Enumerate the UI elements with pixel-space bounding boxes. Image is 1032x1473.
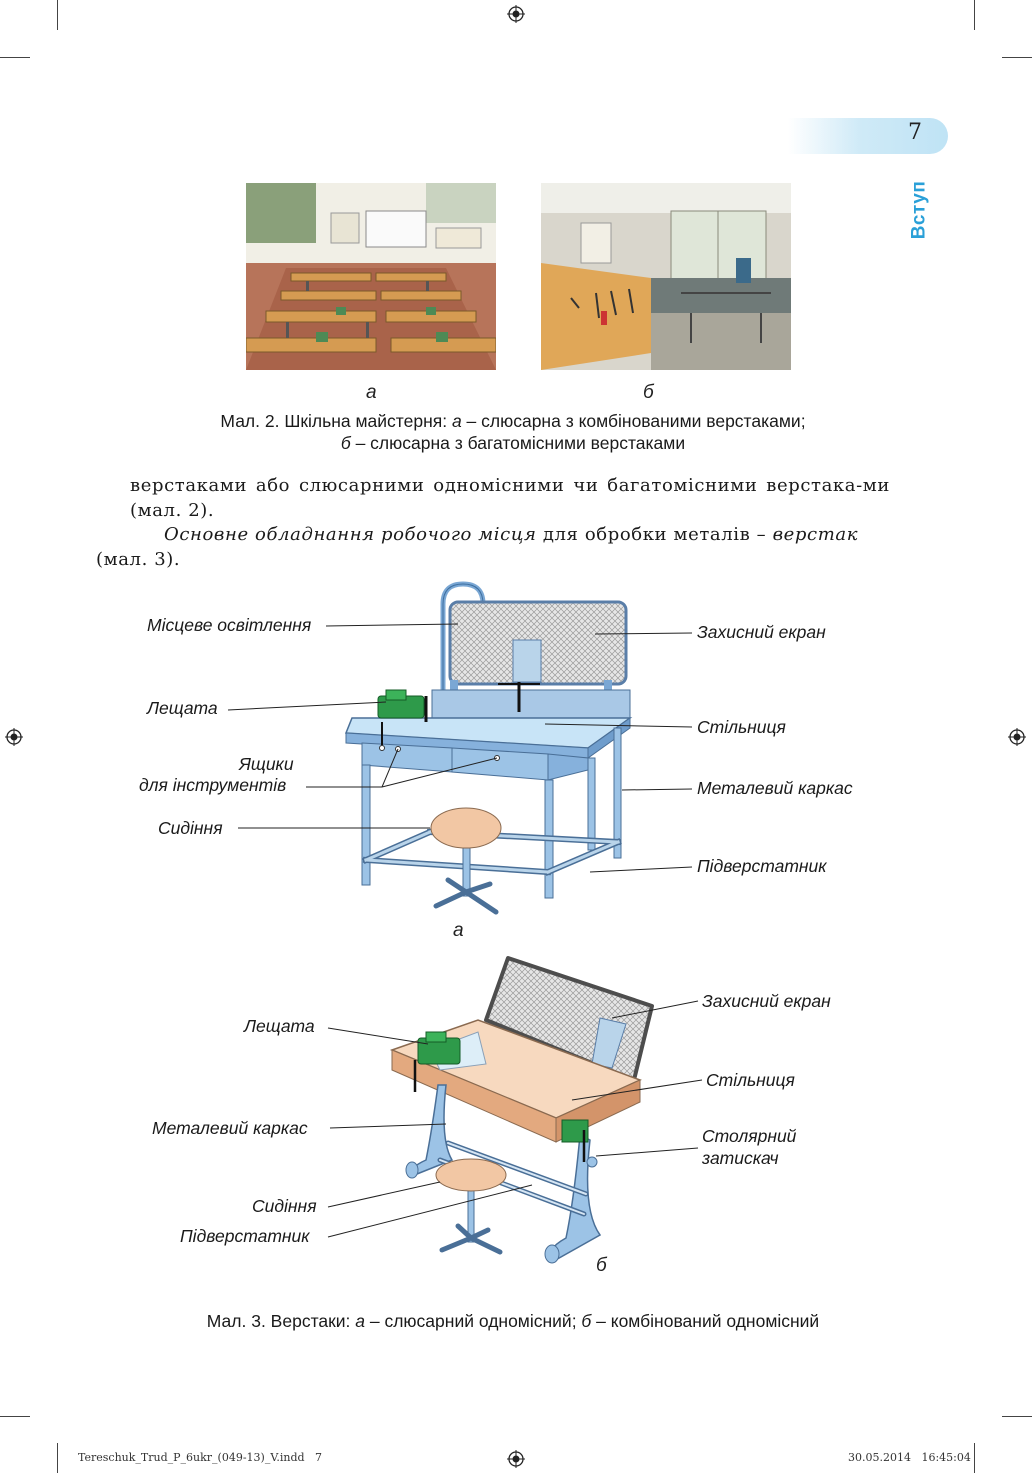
registration-mark-icon bbox=[507, 1450, 525, 1468]
label-a-footrest: Підверстатник bbox=[697, 856, 827, 876]
label-a-vise: Лещата bbox=[147, 698, 218, 718]
crop-mark bbox=[974, 1443, 975, 1473]
page-number: 7 bbox=[908, 120, 922, 145]
workshop-photo-a bbox=[246, 183, 496, 370]
figure2-sublabel-b: б bbox=[643, 382, 654, 403]
label-a-screen: Захисний екран bbox=[697, 622, 826, 642]
page-number-tab bbox=[788, 118, 948, 154]
figure3b-sublabel: б bbox=[596, 1255, 607, 1276]
figure3-caption-a-letter: а bbox=[355, 1311, 366, 1331]
label-b-footrest: Підверстатник bbox=[180, 1226, 310, 1246]
label-b-screen: Захисний екран bbox=[702, 991, 831, 1011]
label-b-seat: Сидіння bbox=[252, 1196, 317, 1216]
registration-mark-icon bbox=[1008, 728, 1026, 746]
figure2-caption-b-letter: б bbox=[340, 433, 351, 453]
figure2-caption-a-letter: а bbox=[451, 411, 462, 431]
crop-mark bbox=[57, 0, 58, 30]
label-a-frame: Металевий каркас bbox=[697, 778, 853, 798]
registration-mark-icon bbox=[507, 5, 525, 23]
label-b-tabletop: Стільниця bbox=[706, 1070, 795, 1090]
figure2-caption-b-text: – слюсарна з багатомісними верстаками bbox=[350, 433, 686, 453]
crop-mark bbox=[974, 0, 975, 30]
label-a-seat: Сидіння bbox=[158, 818, 223, 838]
registration-mark-icon bbox=[5, 728, 23, 746]
figure3-caption-prefix: Мал. 3. Верстаки: bbox=[206, 1311, 356, 1331]
figure3a-sublabel: а bbox=[453, 920, 464, 941]
body-para2-end: (мал. 3). bbox=[96, 549, 181, 570]
crop-mark bbox=[0, 57, 30, 58]
body-para2-text: для обробки металів – bbox=[536, 524, 773, 545]
figure3-caption-b-text: – комбінований одномісний bbox=[591, 1311, 820, 1331]
workshop-photo-a-image bbox=[246, 183, 496, 370]
body-paragraph-1: верстаками або слюсарними одномісними чи… bbox=[130, 475, 890, 521]
figure3-caption-b-letter: б bbox=[581, 1311, 592, 1331]
label-a-tabletop: Стільниця bbox=[697, 717, 786, 737]
label-b-vise: Лещата bbox=[244, 1016, 315, 1036]
crop-mark bbox=[1002, 1416, 1032, 1417]
footer-file: Tereschuk_Trud_P_6ukr_(049-13)_V.indd 7 bbox=[78, 1451, 323, 1464]
label-b-clamp-2: затискач bbox=[702, 1148, 779, 1168]
workshop-photo-b-image bbox=[541, 183, 791, 370]
crop-mark bbox=[1002, 57, 1032, 58]
figure3-caption-a-text: – слюсарний одномісний; bbox=[365, 1311, 582, 1331]
figure2-sublabel-a: а bbox=[366, 382, 377, 403]
workshop-photo-b bbox=[541, 183, 791, 370]
footer-timestamp: 30.05.2014 16:45:04 bbox=[848, 1451, 971, 1464]
crop-mark bbox=[0, 1416, 30, 1417]
label-a-drawers-2: для інструментів bbox=[139, 775, 287, 795]
crop-mark bbox=[57, 1443, 58, 1473]
body-paragraph-2: Основне обладнання робочого місця для об… bbox=[96, 522, 896, 572]
body-para2-italic2: верстак bbox=[772, 524, 859, 545]
label-a-drawers-1: Ящики bbox=[239, 754, 294, 774]
body-para2-italic: Основне обладнання робочого місця bbox=[164, 524, 537, 545]
label-b-clamp-1: Столярний bbox=[702, 1126, 797, 1146]
figure2-caption: Мал. 2. Шкільна майстерня: а – слюсарна … bbox=[130, 410, 896, 454]
figure2-caption-a-text: – слюсарна з комбінованими верстаками; bbox=[461, 411, 806, 431]
label-a-light: Місцеве освітлення bbox=[147, 615, 312, 635]
figure3-caption: Мал. 3. Верстаки: а – слюсарний одномісн… bbox=[130, 1310, 896, 1332]
figure2-caption-prefix: Мал. 2. Шкільна майстерня: bbox=[220, 411, 452, 431]
label-b-frame: Металевий каркас bbox=[152, 1118, 308, 1138]
